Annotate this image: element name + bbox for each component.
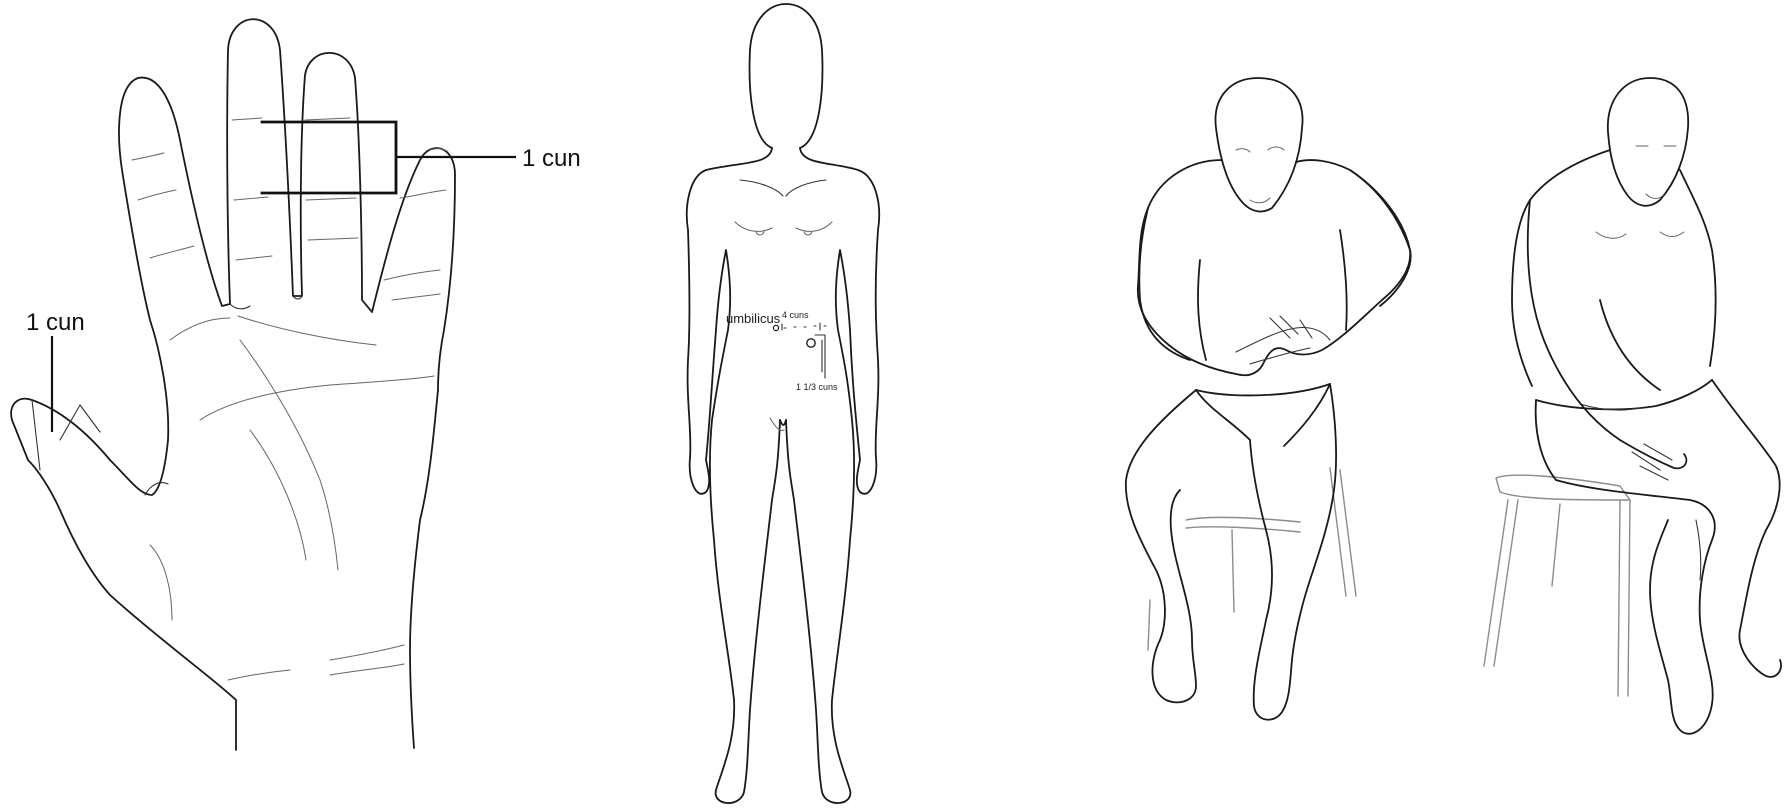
- one-third-cuns-label: 1 1/3 cuns: [796, 382, 838, 392]
- acupoint-marker: [807, 339, 815, 347]
- body-panel: umbilicus 4 cuns 1 1/3 cuns: [687, 4, 879, 803]
- hand-panel: 1 cun 1 cun: [11, 19, 581, 750]
- seated-man-2-drawing: [1512, 78, 1781, 734]
- chair-2-drawing: [1484, 475, 1630, 696]
- seated-figure-abdomen: [1126, 78, 1411, 720]
- chair-1-drawing: [1148, 468, 1356, 650]
- middle-finger-cun-label: 1 cun: [522, 145, 581, 172]
- hand-drawing: [11, 19, 455, 750]
- seated-figure-thigh: [1484, 78, 1781, 734]
- four-cuns-label: 4 cuns: [782, 310, 809, 320]
- umbilicus-measurement: [773, 323, 826, 378]
- umbilicus-label: umbilicus: [726, 311, 781, 326]
- umbilicus-marker: [773, 325, 778, 330]
- standing-figure-drawing: [687, 4, 879, 803]
- seated-man-1-drawing: [1126, 78, 1411, 720]
- thumb-cun-label: 1 cun: [26, 309, 85, 336]
